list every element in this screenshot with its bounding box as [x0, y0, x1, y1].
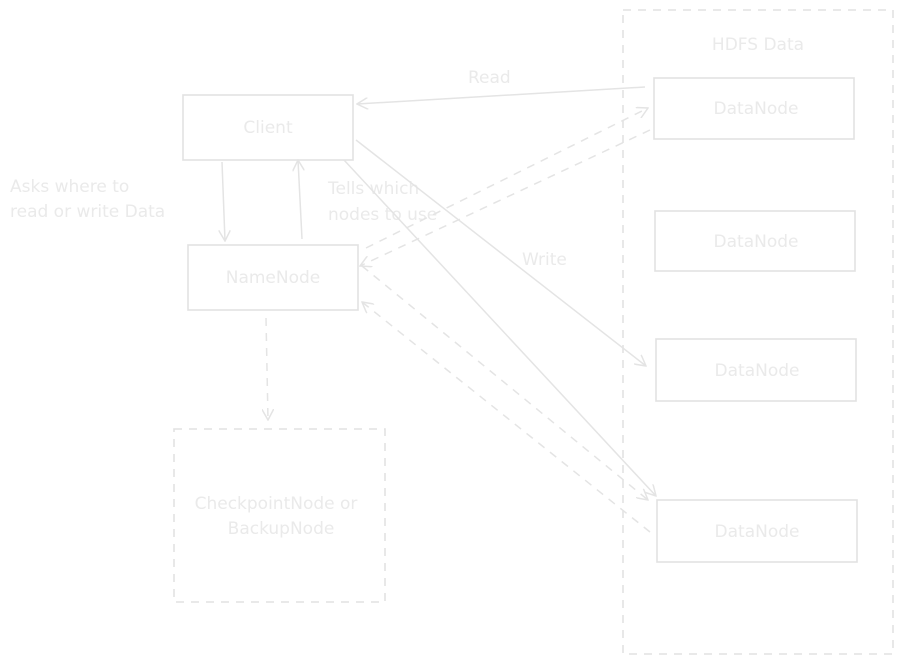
write-arrow-datanode-4: [343, 159, 656, 496]
hdfs-data-title: HDFS Data: [712, 35, 804, 55]
datanode-4-label: DataNode: [715, 522, 800, 542]
client-node: Client: [182, 94, 354, 161]
datanode-2-label: DataNode: [714, 232, 799, 252]
tells-arrow: [298, 160, 302, 240]
datanode-1: DataNode: [653, 77, 855, 140]
asks-label-line2: read or write Data: [10, 202, 165, 222]
hdfs-data-group: [622, 9, 894, 655]
datanode-3: DataNode: [655, 338, 857, 402]
namenode-to-datanode-1-dashed: [365, 108, 648, 249]
tells-label-line1: Tells which: [327, 179, 419, 199]
namenode-to-checkpoint-dashed: [266, 317, 268, 420]
write-arrow-datanode-3: [355, 139, 646, 366]
namenode-node: NameNode: [187, 244, 359, 311]
read-arrow: [357, 86, 646, 104]
client-label: Client: [243, 118, 293, 138]
datanode-4-to-namenode-dashed: [362, 302, 651, 533]
checkpoint-node: CheckpointNode or BackupNode: [173, 428, 386, 603]
namenode-label: NameNode: [226, 268, 321, 288]
datanode-4: DataNode: [656, 499, 858, 563]
checkpoint-label-line2: BackupNode: [228, 519, 335, 539]
namenode-to-datanode-4-dashed: [361, 265, 648, 500]
checkpoint-label-line1: CheckpointNode or: [195, 494, 358, 514]
datanode-3-label: DataNode: [715, 361, 800, 381]
asks-arrow: [222, 161, 225, 241]
datanode-1-label: DataNode: [714, 99, 799, 119]
tells-label-line2: nodes to use: [328, 205, 437, 225]
write-label: Write: [522, 250, 567, 270]
read-label: Read: [468, 68, 511, 88]
asks-label-line1: Asks where to: [10, 177, 129, 197]
datanode-2: DataNode: [654, 210, 856, 272]
